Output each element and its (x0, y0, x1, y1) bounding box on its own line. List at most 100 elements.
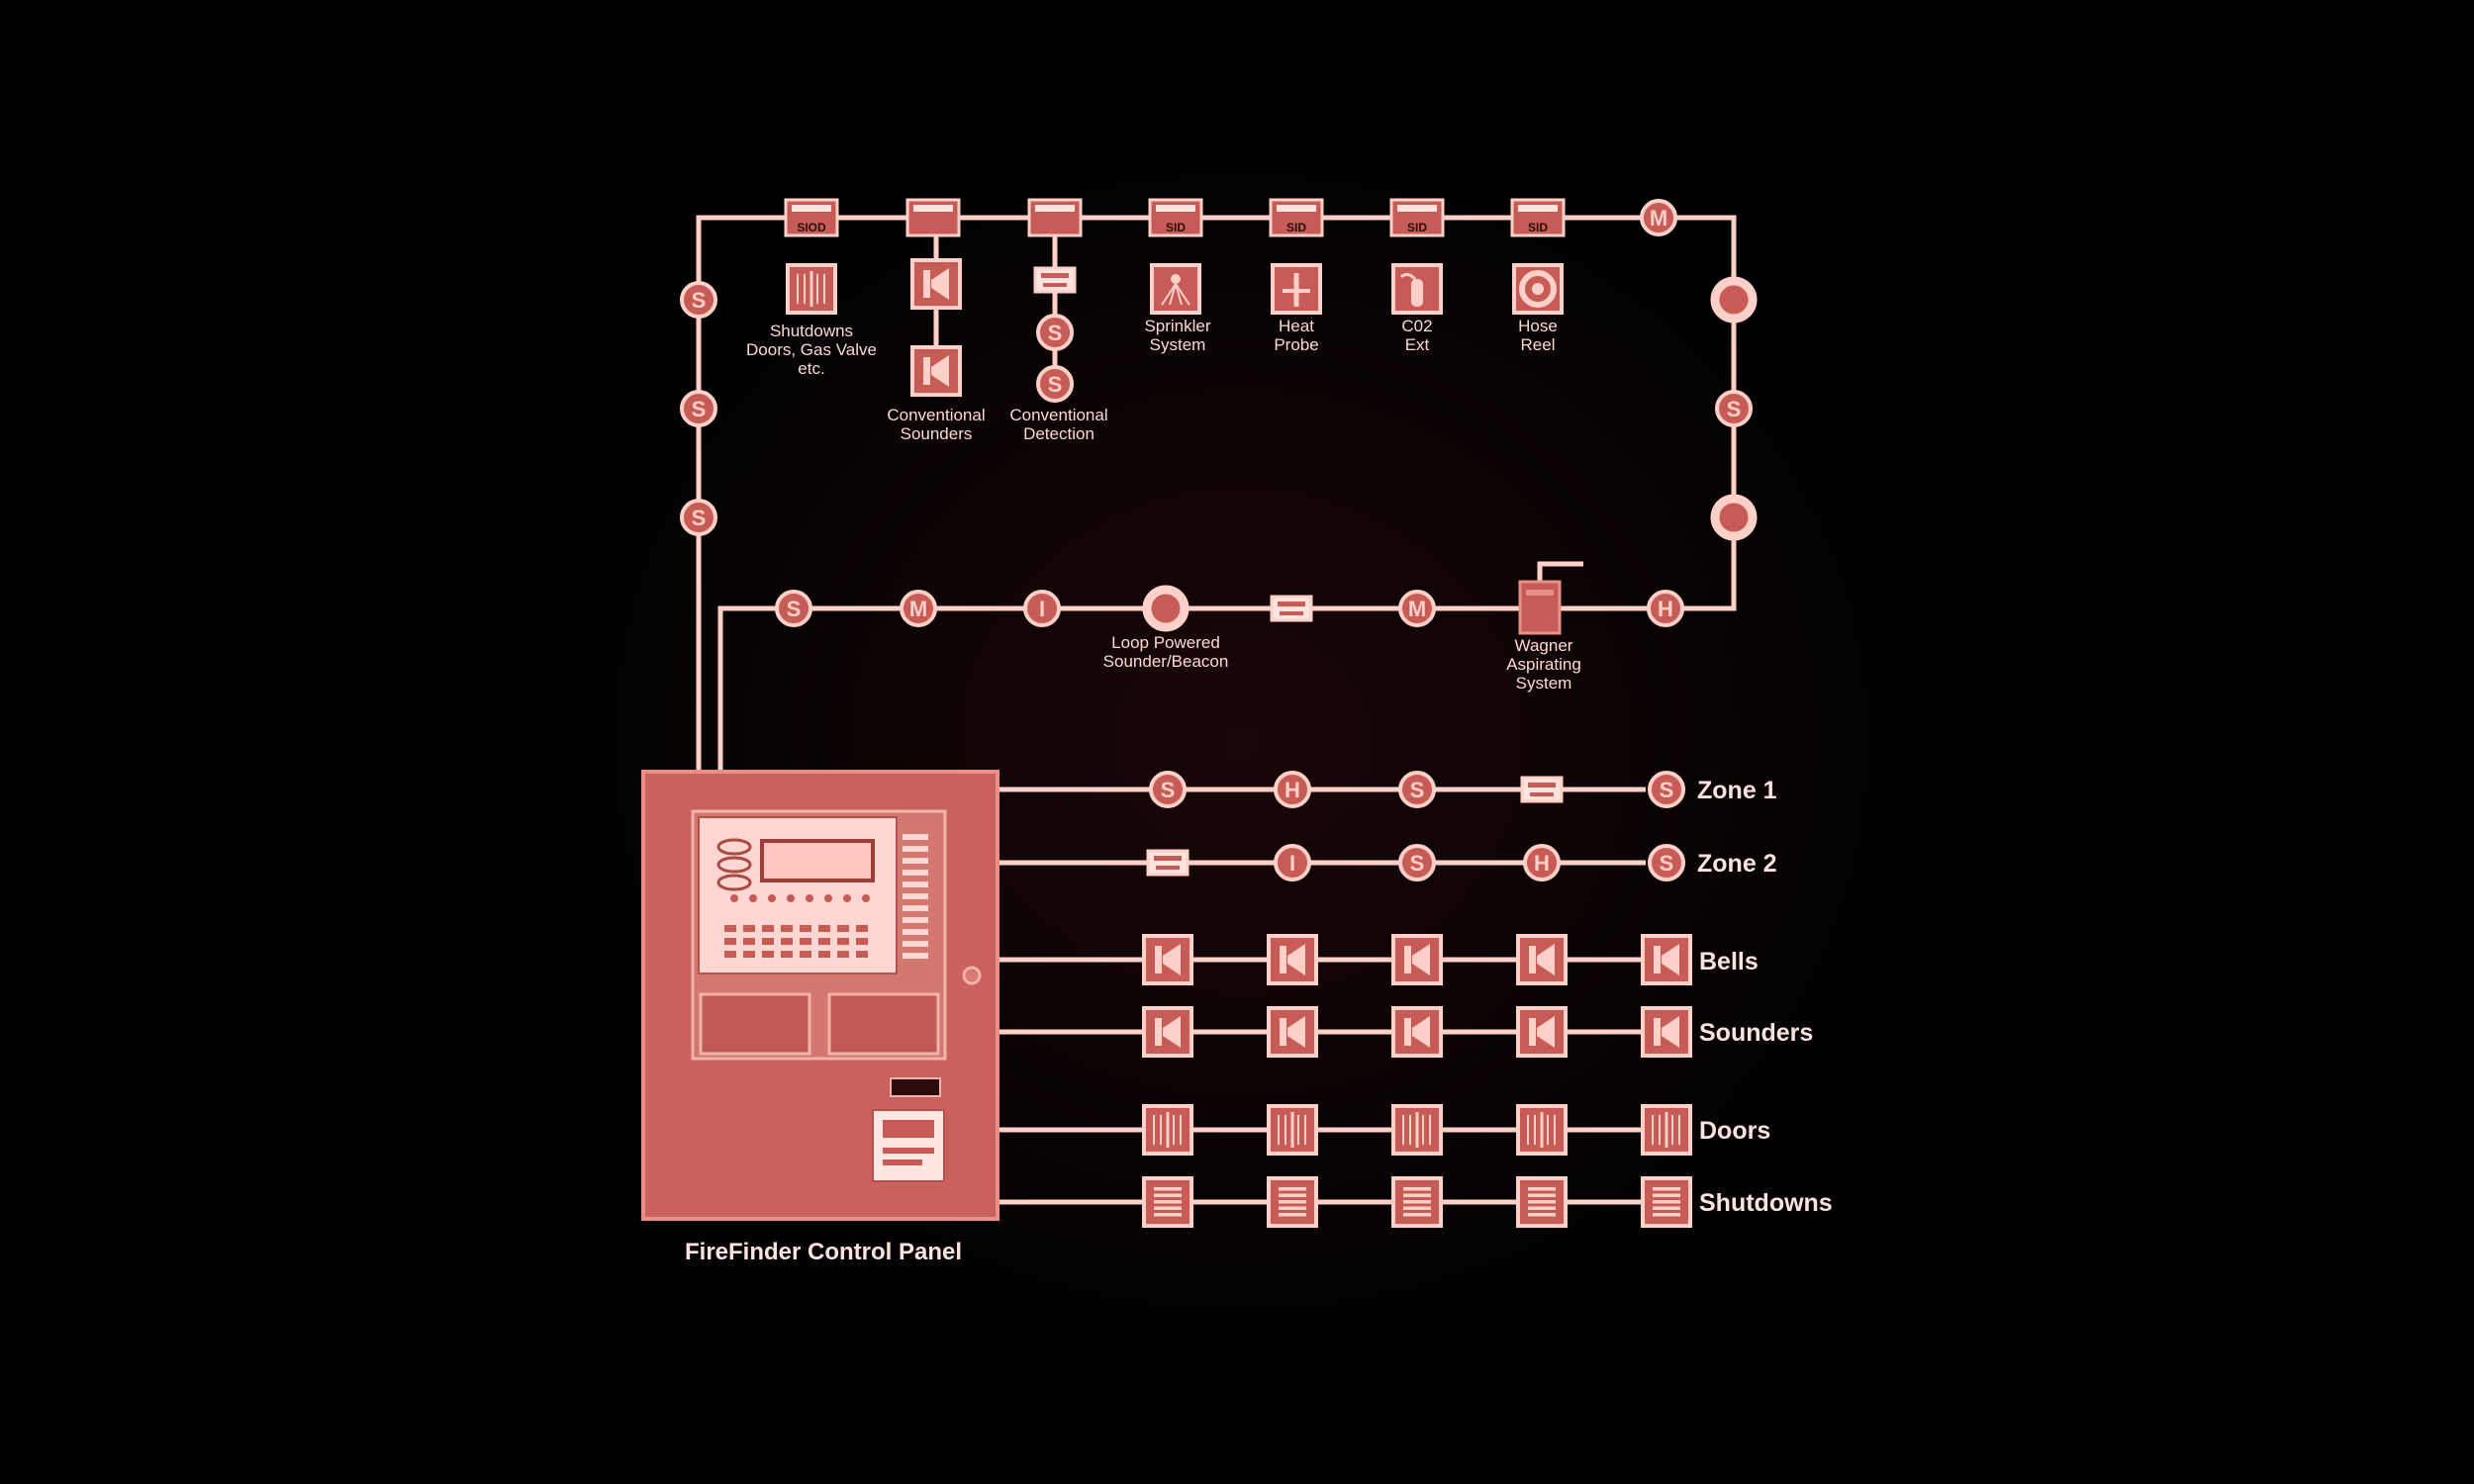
panel-info-label-line (883, 1148, 934, 1154)
panel-key (724, 925, 736, 932)
hose-reel-hub (1532, 283, 1544, 295)
panel-key (837, 938, 849, 945)
bell-device-cone (1287, 944, 1305, 975)
conventional-sounder-2-cone (931, 355, 949, 387)
zone2-module (1146, 849, 1189, 877)
caption-hose-reel: Reel (1521, 335, 1556, 354)
wagner-aspirating-unit (1518, 580, 1562, 635)
interface-module-6-label-strip (1397, 205, 1437, 212)
interface-module-2 (905, 198, 961, 237)
panel-key (743, 925, 755, 932)
zone2-end-smoke-detector-ring (1648, 844, 1685, 881)
panel-key (856, 951, 868, 958)
loop-smoke-right-glyph: S (1727, 397, 1742, 421)
conventional-smoke-detector-2-glyph: S (1048, 372, 1063, 397)
conventional-smoke-detector-1-ring (1036, 314, 1074, 351)
panel-info-label-header (883, 1120, 934, 1138)
panel-door-lock (962, 966, 982, 985)
zone1-smoke-detector: S (1149, 771, 1187, 808)
sounder-device-cone (1412, 1016, 1430, 1048)
loop-beacon-right-1 (1710, 276, 1758, 324)
doors-label: Doors (1699, 1117, 1770, 1145)
sounder-device (1391, 1006, 1443, 1058)
caption-conventional-sounders: Sounders (901, 424, 973, 443)
heat-probe-device (1271, 263, 1322, 315)
conventional-sounder-1-housing (910, 258, 962, 310)
caption-loop-powered-beacon: Loop Powered (1111, 633, 1220, 652)
zone1-end-smoke-detector-glyph: S (1660, 778, 1674, 802)
shutdown-device-vent (1154, 1213, 1182, 1217)
panel-indicator (806, 894, 813, 902)
interface-module-3 (1027, 198, 1083, 237)
shutdown-device-vent (1279, 1187, 1306, 1191)
panel-key (837, 925, 849, 932)
interface-module-7-label-strip (1518, 205, 1558, 212)
loop-multisensor-lower-1-ring (900, 590, 937, 627)
panel-zone-led (903, 893, 928, 899)
loop-multisensor-lower-2: M (1398, 590, 1436, 627)
loop-smoke-left-1-glyph: S (692, 288, 707, 313)
panel-printer-bay (699, 992, 811, 1056)
sounder-device-cone (1537, 1016, 1555, 1048)
sounder-device (1267, 1006, 1318, 1058)
shutdown-door-device (786, 263, 837, 315)
bell-device-cone (1163, 944, 1181, 975)
conventional-smoke-detector-2: S (1036, 365, 1074, 403)
shutdown-device-vent (1653, 1187, 1680, 1191)
zone1-module (1520, 776, 1564, 803)
shutdowns-label: Shutdowns (1699, 1189, 1833, 1217)
panel-soft-key (716, 838, 752, 856)
panel-zone-led (903, 917, 928, 923)
panel-zone-led (903, 953, 928, 959)
panel-zone-led (903, 858, 928, 864)
interface-module-4: SID (1148, 198, 1203, 237)
panel-key (856, 925, 868, 932)
sprinkler-system-device (1150, 263, 1201, 315)
shutdown-device-vent (1653, 1193, 1680, 1197)
bell-device-magnet (1155, 946, 1162, 974)
zone2-end-smoke-detector: S (1648, 844, 1685, 881)
zone1-end-smoke-detector: S (1648, 771, 1685, 808)
bell-device-housing (1641, 934, 1692, 985)
shutdown-device-vent (1279, 1200, 1306, 1204)
loop-heat-detector-ring (1647, 590, 1684, 627)
shutdown-device-vent (1154, 1193, 1182, 1197)
panel-key (743, 951, 755, 958)
panel-key (800, 925, 811, 932)
panel-key (818, 925, 830, 932)
door-holder-device (1267, 1104, 1318, 1156)
bell-device (1391, 934, 1443, 985)
sounder-device-magnet (1654, 1018, 1661, 1046)
panel-key (781, 938, 793, 945)
panel-brand-plate (890, 1077, 941, 1097)
caption-co2-ext: C02 (1401, 317, 1432, 335)
loop-heat-detector: H (1647, 590, 1684, 627)
conventional-sounder-1-cone (931, 268, 949, 300)
loop-input-module: I (1023, 590, 1061, 627)
panel-indicator (824, 894, 832, 902)
loop-smoke-lower-glyph: S (787, 597, 802, 621)
panel-lcd-display (760, 839, 875, 882)
shutdown-device-vent (1403, 1200, 1431, 1204)
zone2-input-module-glyph: I (1289, 851, 1295, 876)
shutdown-device (1267, 1176, 1318, 1228)
co2-extinguisher-device (1391, 263, 1443, 315)
caption-loop-powered-beacon: Sounder/Beacon (1103, 652, 1229, 671)
sounder-device (1641, 1006, 1692, 1058)
conventional-zone-module (1033, 266, 1077, 294)
shutdown-device-vent (1154, 1200, 1182, 1204)
aspirating-cabinet (1518, 580, 1562, 635)
shutdown-device-vent (1653, 1206, 1680, 1210)
loop-smoke-left-2-glyph: S (692, 397, 707, 421)
caption-shutdowns-module: Doors, Gas Valve (746, 340, 877, 359)
conventional-sounder-2 (910, 345, 962, 397)
shutdown-device (1516, 1176, 1568, 1228)
panel-key (724, 951, 736, 958)
sprinkler-head (1171, 274, 1181, 284)
zone1-smoke-detector-ring (1398, 771, 1436, 808)
zone2-smoke-detector: S (1398, 844, 1436, 881)
zone1-heat-detector-glyph: H (1285, 778, 1300, 802)
panel-zone-led (903, 846, 928, 852)
sounders-label: Sounders (1699, 1019, 1813, 1047)
